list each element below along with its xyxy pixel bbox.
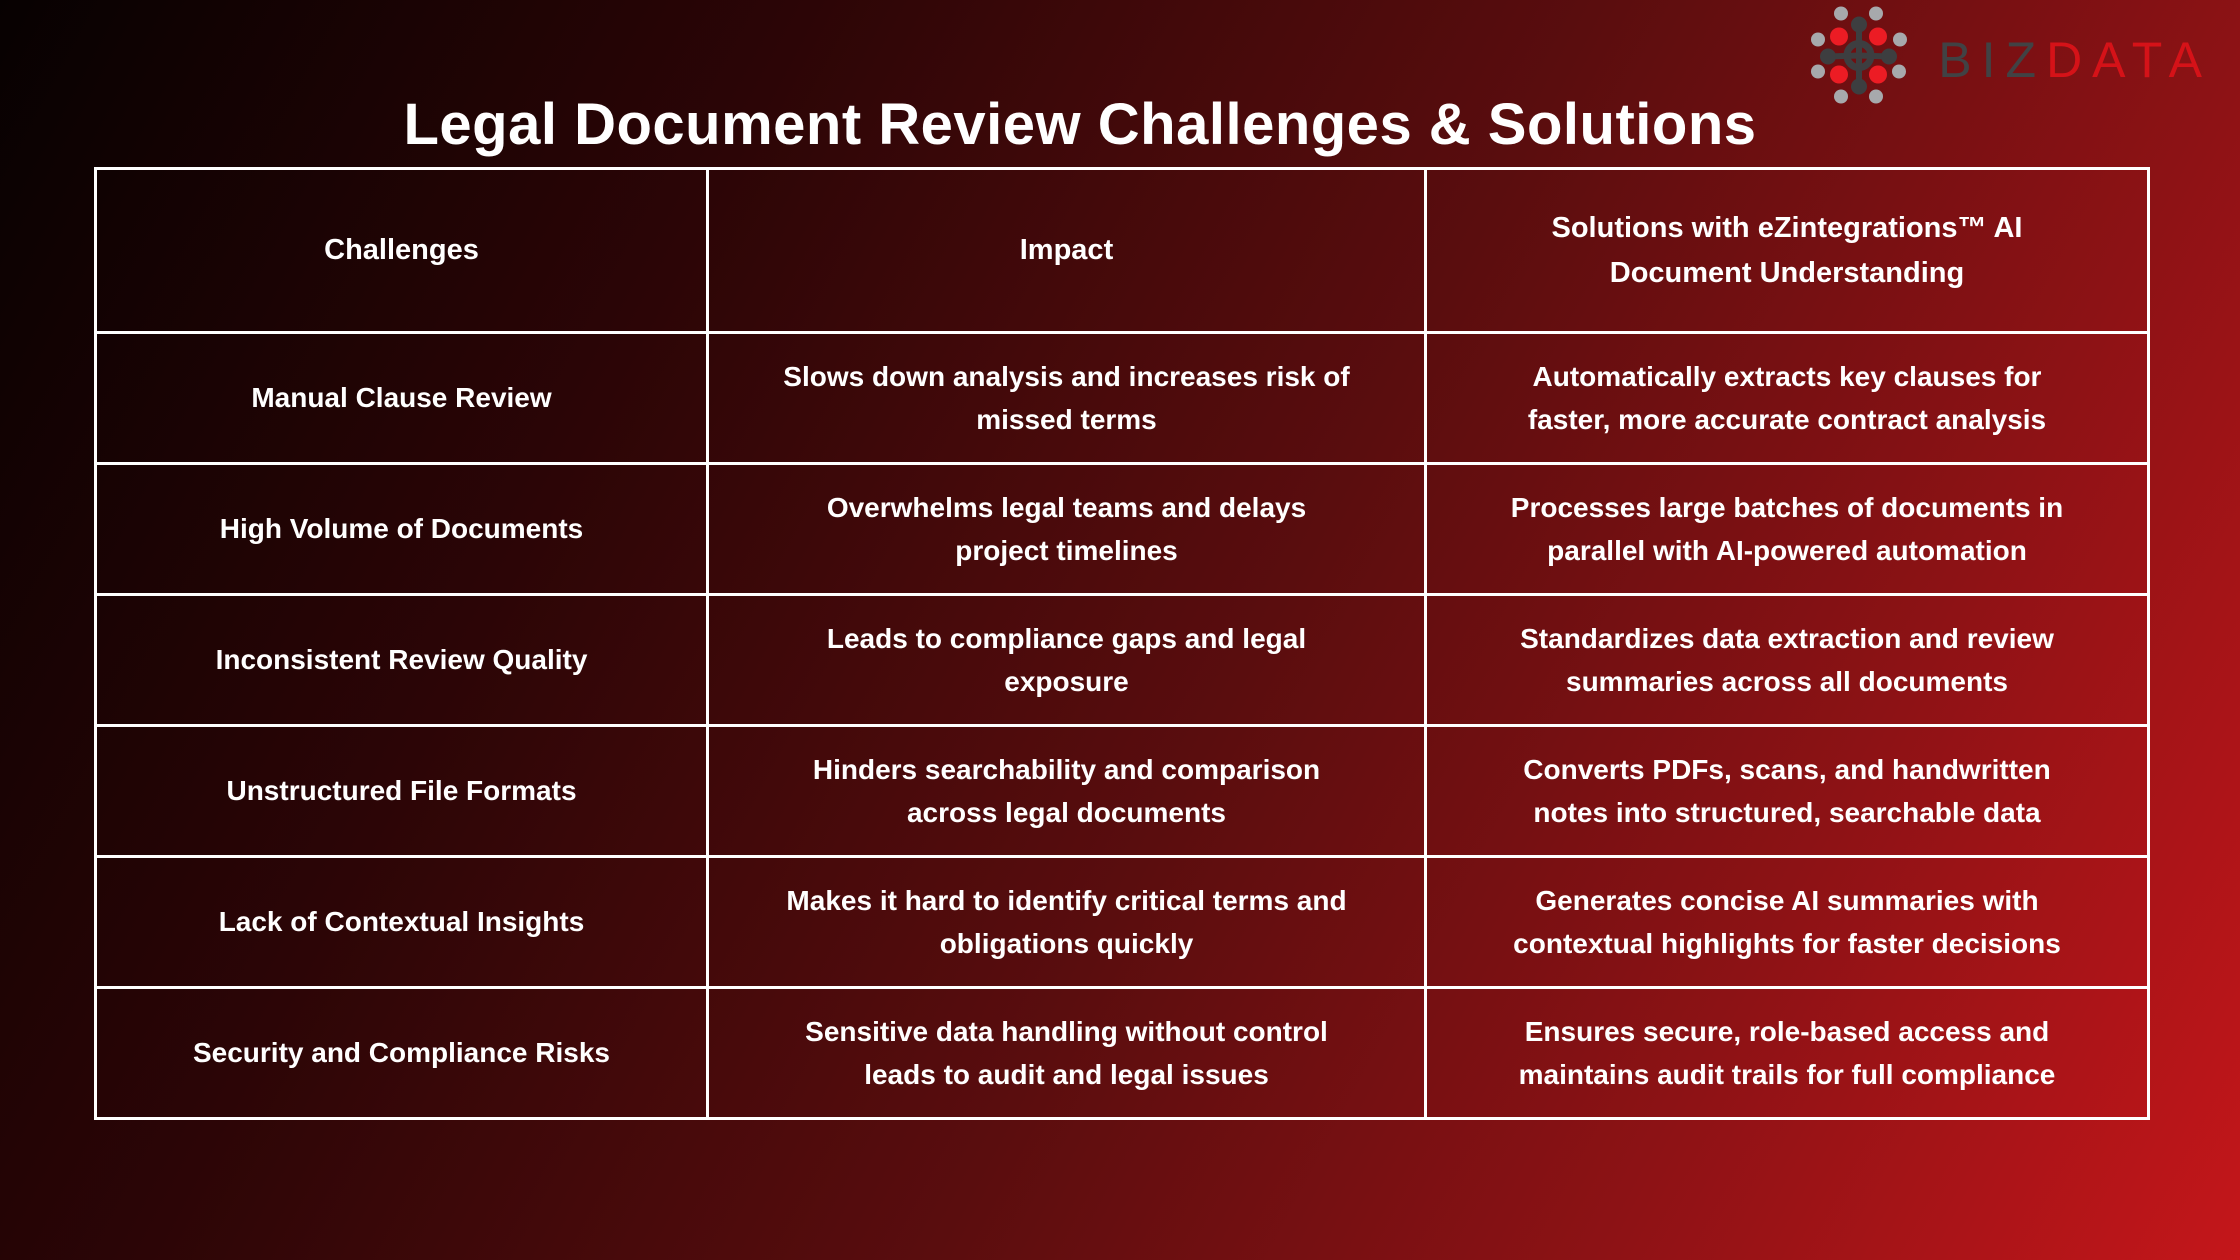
- header-cell-challenges: Challenges: [94, 167, 709, 334]
- solution-cell: Automatically extracts key clauses for f…: [1424, 331, 2150, 465]
- challenge-cell: Manual Clause Review: [94, 331, 709, 465]
- bizdata-logo: BIZDATA: [1796, 4, 2212, 116]
- page-title: Legal Document Review Challenges & Solut…: [403, 91, 1757, 157]
- table-row: Lack of Contextual Insights Makes it har…: [94, 855, 2150, 989]
- impact-cell: Leads to compliance gaps and legal expos…: [706, 593, 1427, 727]
- logo-biz-label: BIZ: [1938, 32, 2047, 88]
- solution-cell: Processes large batches of documents in …: [1424, 462, 2150, 596]
- impact-cell: Slows down analysis and increases risk o…: [706, 331, 1427, 465]
- table-row: Inconsistent Review Quality Leads to com…: [94, 593, 2150, 727]
- impact-cell: Overwhelms legal teams and delays projec…: [706, 462, 1427, 596]
- bizdata-logo-text: BIZDATA: [1938, 31, 2212, 89]
- challenge-cell: High Volume of Documents: [94, 462, 709, 596]
- challenges-solutions-table: Challenges Impact Solutions with eZinteg…: [94, 167, 2150, 1120]
- challenge-cell: Unstructured File Formats: [94, 724, 709, 858]
- table-row: Manual Clause Review Slows down analysis…: [94, 331, 2150, 465]
- challenge-cell: Inconsistent Review Quality: [94, 593, 709, 727]
- logo-data-label: DATA: [2046, 32, 2212, 88]
- header-cell-solutions: Solutions with eZintegrations™ AI Docume…: [1424, 167, 2150, 334]
- challenge-cell: Lack of Contextual Insights: [94, 855, 709, 989]
- solution-cell: Standardizes data extraction and review …: [1424, 593, 2150, 727]
- solution-cell: Converts PDFs, scans, and handwritten no…: [1424, 724, 2150, 858]
- solution-cell: Generates concise AI summaries with cont…: [1424, 855, 2150, 989]
- table-row: High Volume of Documents Overwhelms lega…: [94, 462, 2150, 596]
- bizdata-logo-icon: [1796, 4, 1922, 116]
- table-row: Security and Compliance Risks Sensitive …: [94, 986, 2150, 1120]
- impact-cell: Makes it hard to identify critical terms…: [706, 855, 1427, 989]
- table-header-row: Challenges Impact Solutions with eZinteg…: [94, 167, 2150, 334]
- impact-cell: Hinders searchability and comparison acr…: [706, 724, 1427, 858]
- header-cell-impact: Impact: [706, 167, 1427, 334]
- impact-cell: Sensitive data handling without control …: [706, 986, 1427, 1120]
- solution-cell: Ensures secure, role-based access and ma…: [1424, 986, 2150, 1120]
- table-row: Unstructured File Formats Hinders search…: [94, 724, 2150, 858]
- challenge-cell: Security and Compliance Risks: [94, 986, 709, 1120]
